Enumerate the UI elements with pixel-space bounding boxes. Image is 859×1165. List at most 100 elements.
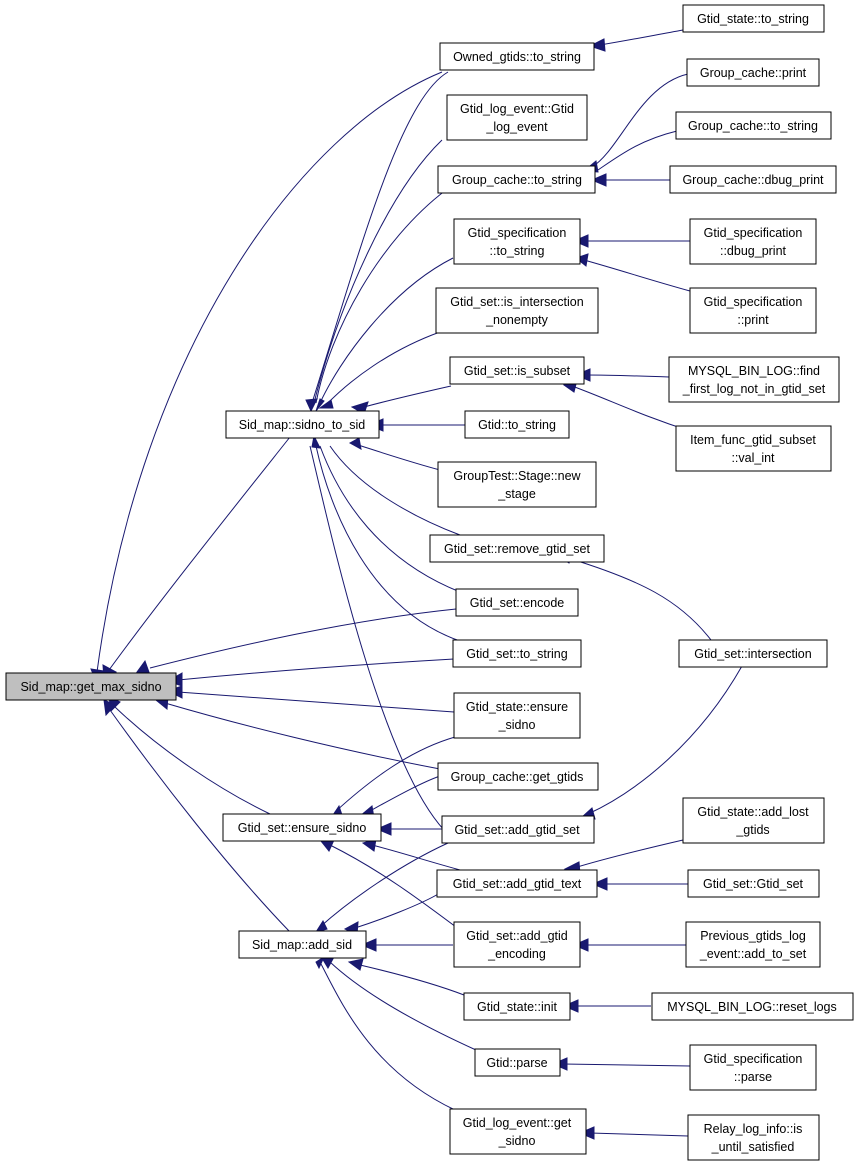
edge-encode-to-s2s bbox=[319, 445, 461, 593]
edges bbox=[96, 29, 743, 1137]
edge-grouptest-to-s2s bbox=[354, 443, 441, 471]
node-gtid-to-string[interactable]: Gtid::to_string bbox=[464, 410, 570, 439]
node-gstate-ensure-label2: _sidno bbox=[498, 718, 536, 732]
node-prev-gtids[interactable]: Previous_gtids_log_event::add_to_set bbox=[685, 921, 821, 968]
edge-glesidno-to-as bbox=[319, 961, 456, 1111]
node-gs-is-subset[interactable]: Gtid_set::is_subset bbox=[449, 356, 585, 385]
node-gle-ctor-label2: _log_event bbox=[485, 120, 548, 134]
node-mysql-find-label2: _first_log_not_in_gtid_set bbox=[682, 382, 826, 396]
node-add-sid[interactable]: Sid_map::add_sid bbox=[238, 930, 367, 959]
node-gs-ctor-label: Gtid_set::Gtid_set bbox=[703, 877, 804, 891]
node-gs-add-text[interactable]: Gtid_set::add_gtid_text bbox=[436, 869, 598, 898]
node-root[interactable]: Sid_map::get_max_sidno bbox=[5, 672, 177, 701]
node-gstate-lost[interactable]: Gtid_state::add_lost_gtids bbox=[682, 797, 825, 844]
node-gspec-parse-label1: Gtid_specification bbox=[704, 1052, 803, 1066]
node-gs-encode-label: Gtid_set::encode bbox=[470, 596, 565, 610]
node-gspec-to-string-label2: ::to_string bbox=[490, 244, 545, 258]
node-gs-to-string-label: Gtid_set::to_string bbox=[466, 647, 567, 661]
node-gs-intersection[interactable]: Gtid_set::intersection bbox=[678, 639, 828, 668]
node-ensure-sidno[interactable]: Gtid_set::ensure_sidno bbox=[222, 813, 382, 842]
node-gc-get-gtids[interactable]: Group_cache::get_gtids bbox=[437, 762, 599, 791]
edge-gstatetostring-to-owned bbox=[599, 29, 684, 46]
node-relay-log-label1: Relay_log_info::is bbox=[704, 1122, 803, 1136]
edge-mysqlfind-to-subset bbox=[585, 374, 670, 378]
node-item-func-label2: ::val_int bbox=[731, 451, 775, 465]
node-gstate-to-string[interactable]: Gtid_state::to_string bbox=[682, 4, 825, 33]
node-grouptest[interactable]: GroupTest::Stage::new_stage bbox=[437, 461, 597, 508]
node-gs-remove[interactable]: Gtid_set::remove_gtid_set bbox=[429, 534, 605, 563]
edge-init-to-as bbox=[359, 964, 465, 996]
node-gs-add-set-label: Gtid_set::add_gtid_set bbox=[454, 823, 580, 837]
node-gc-to-string2[interactable]: Group_cache::to_string bbox=[675, 111, 832, 140]
node-gs-add-set[interactable]: Gtid_set::add_gtid_set bbox=[441, 815, 595, 844]
node-gtid-parse[interactable]: Gtid::parse bbox=[474, 1048, 561, 1077]
node-gs-is-intersection-label1: Gtid_set::is_intersection bbox=[450, 295, 583, 309]
edge-gctostring-to-s2s bbox=[315, 189, 447, 404]
node-gstate-ensure[interactable]: Gtid_state::ensure_sidno bbox=[453, 692, 581, 739]
node-gs-to-string[interactable]: Gtid_set::to_string bbox=[452, 639, 582, 668]
nodes: Sid_map::get_max_sidno Sid_map::sidno_to… bbox=[5, 4, 854, 1161]
node-grouptest-label2: _stage bbox=[497, 487, 536, 501]
node-gspec-print[interactable]: Gtid_specification::print bbox=[689, 287, 817, 334]
arrowhead bbox=[347, 958, 364, 971]
node-gspec-dbug-label1: Gtid_specification bbox=[704, 226, 803, 240]
node-gstate-ensure-label1: Gtid_state::ensure bbox=[466, 700, 568, 714]
node-gc-print[interactable]: Group_cache::print bbox=[686, 58, 820, 87]
edge-gcgetgtids-to-es bbox=[367, 775, 441, 813]
edge-addtext-to-es bbox=[371, 844, 465, 872]
arrowhead bbox=[348, 437, 362, 450]
node-mysql-find[interactable]: MYSQL_BIN_LOG::find_first_log_not_in_gti… bbox=[668, 356, 840, 403]
edge-gspecprint-to-gspec bbox=[583, 259, 691, 292]
arrowhead bbox=[315, 955, 326, 970]
edge-issubset-to-s2s bbox=[363, 385, 452, 408]
node-gs-is-intersection-label2: _nonempty bbox=[485, 313, 549, 327]
edge-gcprint-to-gc bbox=[591, 73, 689, 168]
edge-tostring-to-s2s bbox=[315, 445, 461, 642]
node-item-func[interactable]: Item_func_gtid_subset::val_int bbox=[675, 425, 832, 472]
node-mysql-find-label1: MYSQL_BIN_LOG::find bbox=[688, 364, 820, 378]
edge-gctostring2-to-gc bbox=[597, 130, 678, 171]
node-gspec-dbug-label2: ::dbug_print bbox=[720, 244, 787, 258]
node-gle-get-sidno-label1: Gtid_log_event::get bbox=[463, 1116, 572, 1130]
node-gspec-parse[interactable]: Gtid_specification::parse bbox=[689, 1044, 817, 1091]
node-gspec-to-string[interactable]: Gtid_specification::to_string bbox=[453, 218, 581, 265]
edge-glector-to-s2s bbox=[313, 139, 443, 404]
arrowhead bbox=[321, 956, 335, 970]
node-owned-to-string[interactable]: Owned_gtids::to_string bbox=[439, 42, 595, 71]
arrowhead bbox=[375, 822, 392, 836]
node-gc-to-string[interactable]: Group_cache::to_string bbox=[437, 165, 596, 194]
node-gs-remove-label: Gtid_set::remove_gtid_set bbox=[444, 542, 590, 556]
arrowhead bbox=[305, 398, 318, 413]
node-gtid-to-string-label: Gtid::to_string bbox=[478, 418, 556, 432]
node-gle-ctor-label1: Gtid_log_event::Gtid bbox=[460, 102, 574, 116]
node-gs-add-enc[interactable]: Gtid_set::add_gtid_encoding bbox=[453, 921, 581, 968]
arrowhead bbox=[572, 234, 589, 248]
node-gs-add-enc-label2: _encoding bbox=[487, 947, 546, 961]
node-gs-ctor[interactable]: Gtid_set::Gtid_set bbox=[687, 869, 820, 898]
node-gstate-init-label: Gtid_state::init bbox=[477, 1000, 557, 1014]
node-grouptest-label1: GroupTest::Stage::new bbox=[453, 469, 581, 483]
node-relay-log[interactable]: Relay_log_info::is_until_satisfied bbox=[687, 1114, 820, 1161]
node-gs-intersection-label: Gtid_set::intersection bbox=[694, 647, 811, 661]
node-gle-ctor[interactable]: Gtid_log_event::Gtid_log_event bbox=[446, 94, 588, 141]
node-gle-get-sidno[interactable]: Gtid_log_event::get_sidno bbox=[449, 1108, 587, 1155]
edge-encode-to-root bbox=[149, 608, 457, 669]
arrowhead bbox=[315, 398, 325, 412]
node-gc-to-string2-label: Group_cache::to_string bbox=[688, 119, 818, 133]
edge-isinter-to-s2s bbox=[325, 331, 441, 406]
node-gs-is-intersection[interactable]: Gtid_set::is_intersection_nonempty bbox=[435, 287, 599, 334]
edge-owned-to-root bbox=[96, 71, 443, 673]
arrowhead bbox=[318, 399, 334, 409]
node-sidno-to-sid[interactable]: Sid_map::sidno_to_sid bbox=[225, 410, 380, 439]
edge-owned-to-s2s bbox=[311, 71, 449, 404]
edge-addset-to-as bbox=[319, 842, 449, 928]
node-gs-encode[interactable]: Gtid_set::encode bbox=[455, 588, 579, 617]
edge-remove-to-s2s bbox=[329, 445, 461, 536]
node-gstate-init[interactable]: Gtid_state::init bbox=[463, 992, 571, 1021]
edge-sidnotosid-to-root bbox=[108, 436, 291, 671]
node-gc-dbug-print[interactable]: Group_cache::dbug_print bbox=[669, 165, 837, 194]
node-mysql-reset[interactable]: MYSQL_BIN_LOG::reset_logs bbox=[651, 992, 854, 1021]
node-gc-dbug-print-label: Group_cache::dbug_print bbox=[682, 173, 824, 187]
node-gspec-dbug[interactable]: Gtid_specification::dbug_print bbox=[689, 218, 817, 265]
